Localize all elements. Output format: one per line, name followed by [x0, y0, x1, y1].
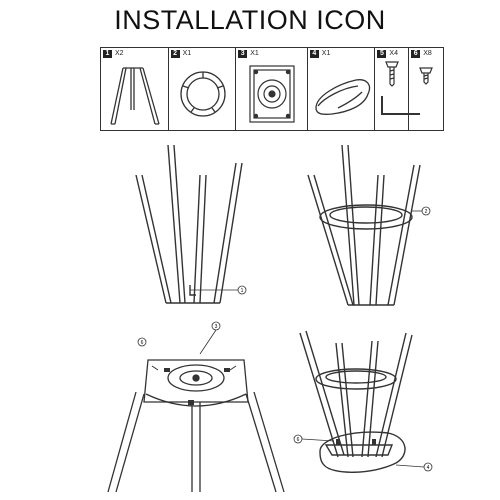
part-number: 3	[238, 50, 248, 58]
attach-plate-illustration: 3 6	[107, 321, 285, 493]
part-quantity: X4	[389, 50, 398, 57]
step-callout: 4	[427, 465, 430, 471]
step-attach-ring: 2	[298, 135, 448, 320]
part-cell-6: 6 X8	[409, 48, 443, 130]
part-number: 6	[411, 50, 421, 58]
part-quantity: X1	[250, 50, 259, 57]
part-cell-2: 2 X1	[169, 48, 237, 130]
part-cell-1: 1 X2	[101, 48, 169, 130]
step-cross-legs: 1	[130, 135, 260, 310]
part-number: 1	[103, 50, 112, 58]
part-quantity: X1	[182, 50, 192, 57]
attach-ring-illustration: 2	[307, 144, 431, 306]
part-cell-3: 3 X1	[236, 48, 308, 130]
parts-list: 1 X2 2 X1 3 X1	[100, 47, 444, 131]
step-callout: 2	[425, 209, 428, 215]
part-quantity: X1	[321, 50, 331, 57]
cross-legs-illustration: 1	[135, 144, 247, 304]
step-attach-seat: 6 4	[292, 325, 452, 500]
part-number: 4	[309, 50, 319, 58]
long-screw-icon	[385, 61, 400, 87]
step-callout: 3	[215, 324, 218, 330]
leg-frame-icon	[110, 67, 160, 125]
allen-key-icon	[381, 96, 420, 115]
page-title: INSTALLATION ICON	[114, 5, 386, 35]
part-quantity: X2	[115, 50, 124, 57]
foot-ring-icon	[179, 71, 226, 117]
part-number: 2	[170, 50, 180, 58]
part-cell-4: 4 X1	[308, 48, 376, 130]
attach-seat-illustration: 6 4	[293, 330, 433, 473]
seat-icon	[315, 79, 370, 115]
swivel-plate-icon	[249, 65, 295, 123]
part-quantity: X8	[423, 50, 432, 57]
step-callout: 6	[297, 437, 300, 443]
part-number: 5	[377, 50, 387, 58]
part-cell-5: 5 X4	[375, 48, 410, 130]
step-callout: 6	[141, 340, 144, 346]
step-callout: 1	[241, 288, 244, 294]
short-screw-icon	[419, 67, 434, 85]
step-attach-plate: 3 6	[100, 320, 290, 500]
